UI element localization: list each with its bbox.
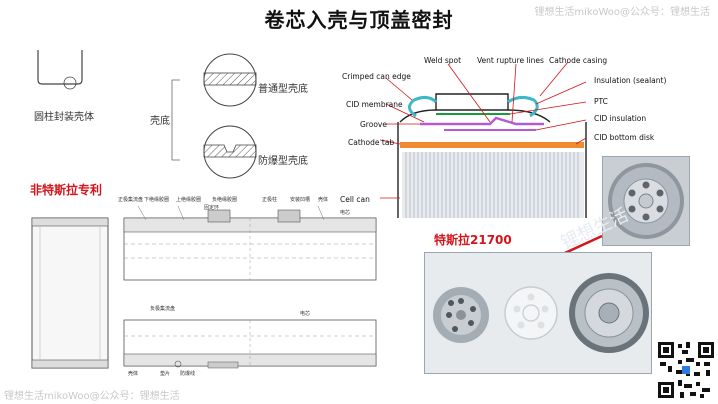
- can-shape: [37, 50, 83, 85]
- patent-bottom-label-3: 垫片: [160, 371, 171, 377]
- parts-photo-art: [433, 273, 649, 353]
- cross-section-diagram: [379, 61, 587, 218]
- electrode-stripes: [402, 152, 584, 218]
- normal-type-label: 普通型壳底: [258, 84, 308, 95]
- can-detail-circle: [63, 76, 77, 90]
- bottom-label: 壳底: [150, 116, 170, 127]
- label-cell-can: Cell can: [340, 195, 370, 204]
- label-cid-bottom: CID bottom disk: [594, 133, 655, 142]
- patent-bottom-label-1: 电芯: [300, 311, 311, 317]
- patent-top-label-3: 负绝缘胶圈: [212, 197, 238, 203]
- patent-top-label-6: 安装凹槽: [290, 197, 311, 203]
- qr-code: [656, 340, 716, 400]
- label-cid-membrane: CID membrane: [346, 100, 403, 109]
- patent-label: 非特斯拉专利: [30, 183, 103, 197]
- tesla-label: 特斯拉21700: [434, 233, 512, 247]
- label-insulation: Insulation (sealant): [594, 76, 667, 85]
- label-cathode-tab: Cathode tab: [348, 138, 395, 147]
- patent-bottom-label-2: 壳体: [128, 371, 139, 377]
- label-crimped-edge: Crimped can edge: [342, 72, 411, 81]
- patent-drawing: [31, 205, 377, 369]
- label-ptc: PTC: [594, 97, 608, 106]
- qr-code-icon: [656, 340, 716, 400]
- explosion-type-label: 防爆型壳底: [258, 156, 308, 167]
- patent-top-label-1: 下绝缘胶圈: [144, 197, 170, 203]
- patent-bottom-label-0: 负极集流盘: [150, 306, 176, 312]
- can-label: 圆柱封装壳体: [34, 112, 94, 123]
- patent-top-label-0: 正极集流盘: [118, 197, 144, 203]
- patent-top-label-5: 正极柱: [262, 197, 278, 203]
- label-cid-insulation: CID insulation: [594, 114, 647, 123]
- can-bottom-diagram: [37, 50, 257, 179]
- patent-top-label-8: 电芯: [340, 210, 351, 216]
- label-groove: Groove: [360, 120, 387, 129]
- patent-bottom-label-4: 防爆线: [180, 371, 196, 377]
- patent-top-label-7: 壳体: [318, 197, 329, 203]
- brace: [171, 79, 180, 161]
- watermark-top: 锂想生活mikoWoo@公众号：锂想生活: [534, 7, 710, 18]
- cap-photo: [602, 156, 690, 246]
- patent-top-label-2: 上绝缘胶圈: [176, 197, 202, 203]
- parts-photo: [424, 252, 652, 374]
- page-title: 卷芯入壳与顶盖密封: [264, 8, 454, 32]
- watermark-bottom: 锂想生活mikoWoo@公众号：锂想生活: [4, 391, 180, 402]
- cap-photo-art: [608, 163, 684, 239]
- label-weld-spot: Weld spot: [424, 56, 462, 65]
- label-cathode-casing: Cathode casing: [549, 56, 608, 65]
- patent-top-label-4: 固定环: [204, 205, 220, 211]
- label-vent-lines: Vent rupture lines: [477, 56, 544, 65]
